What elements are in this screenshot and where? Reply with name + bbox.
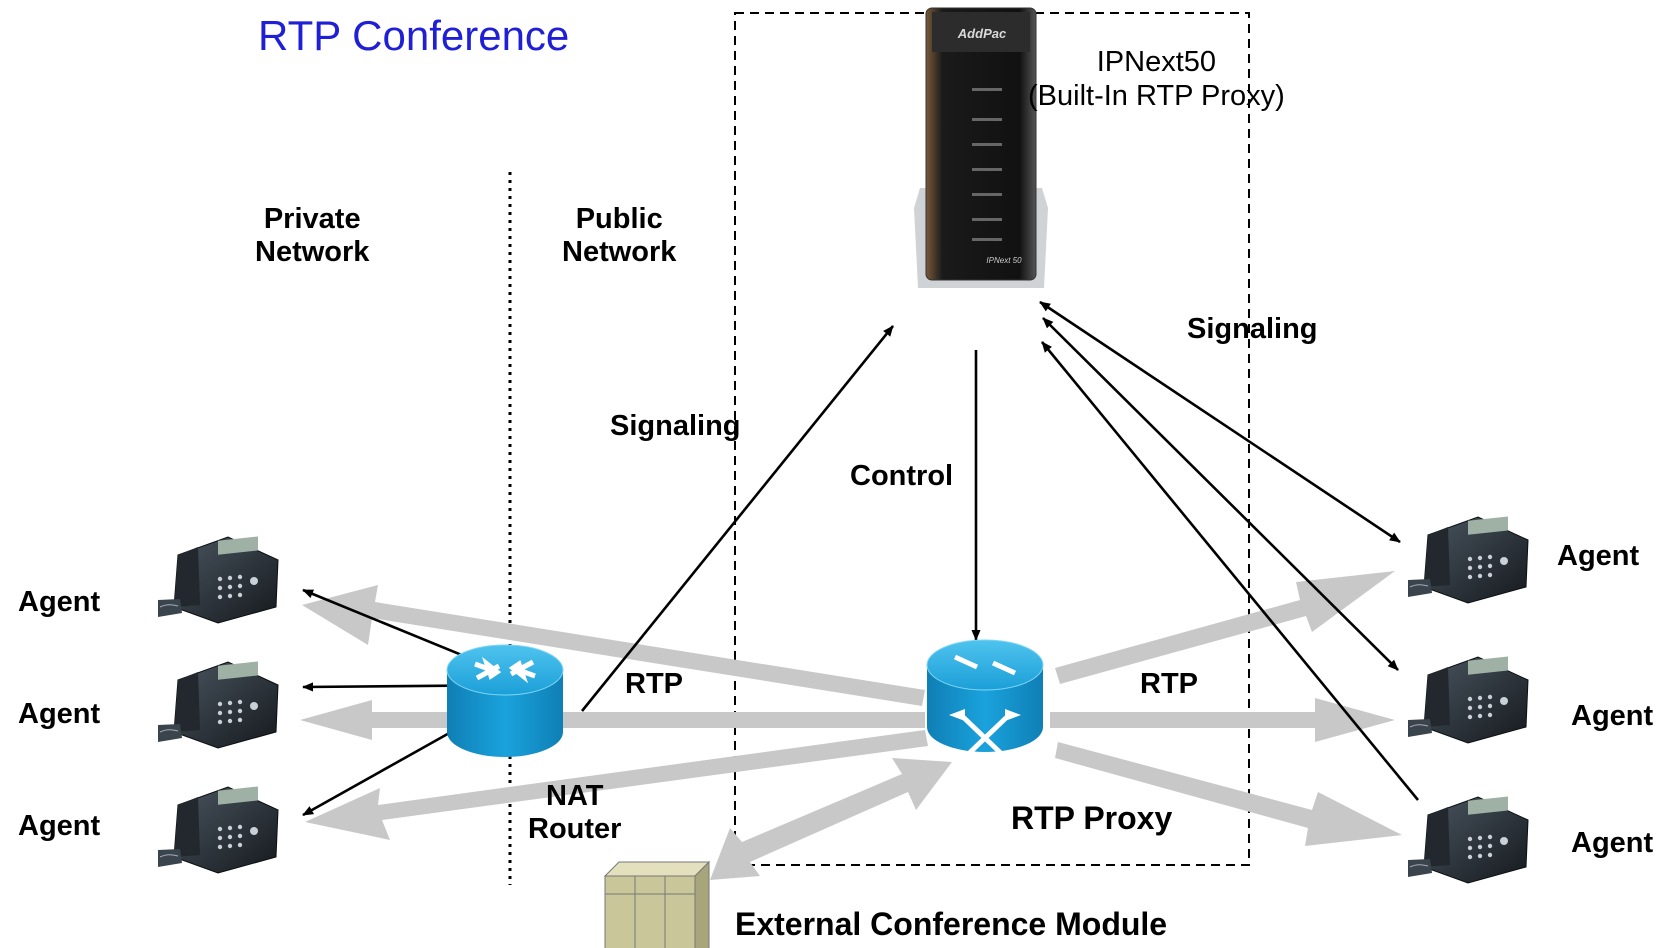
agent-label-left-2: Agent xyxy=(18,698,101,730)
ipnext-brand: AddPac xyxy=(957,26,1007,41)
rtp-arrow-agent-left-1 xyxy=(302,585,925,706)
agent-phone-left-1 xyxy=(157,535,279,624)
nat-router-label: NAT Router xyxy=(528,780,621,847)
public-network-line-1: Public xyxy=(575,203,663,235)
signal-lines xyxy=(302,300,1420,817)
agent-label-left-1: Agent xyxy=(18,586,101,618)
signaling-label-left: Signaling xyxy=(610,410,741,442)
agent-phone-right-1 xyxy=(1407,515,1529,604)
signal-line-right-3 xyxy=(1040,341,1420,801)
public-network-line-2: Network xyxy=(562,236,677,269)
agent-label-right-2: Agent xyxy=(1571,700,1654,732)
rtp-arrow-agent-right-1 xyxy=(1055,571,1395,684)
rtp-arrow-conference xyxy=(710,758,952,880)
agent-label-left-3: Agent xyxy=(18,810,101,842)
private-network-label: Private Network xyxy=(255,203,369,270)
private-network-line-2: Network xyxy=(255,236,370,269)
signal-line-router-ipnext xyxy=(580,325,895,712)
agent-label-right-3: Agent xyxy=(1571,827,1654,859)
ipnext-model: IPNext 50 xyxy=(986,256,1022,265)
rtp-proxy-label: RTP Proxy xyxy=(1011,800,1173,836)
rtp-arrow-agent-left-3 xyxy=(305,730,928,840)
rtp-label-right: RTP xyxy=(1140,668,1198,700)
signal-line-right-2 xyxy=(1042,317,1399,671)
private-network-line-1: Private xyxy=(263,203,361,235)
ipnext-device: AddPac IPNext 50 xyxy=(914,7,1048,288)
agent-phone-left-3 xyxy=(157,785,279,874)
diagram-title: RTP Conference xyxy=(258,12,570,59)
nat-router-line-1: NAT xyxy=(546,780,604,812)
rtp-arrow-agent-right-3 xyxy=(1055,742,1402,846)
ipnext-name: IPNext50 xyxy=(1096,46,1217,78)
public-network-label: Public Network xyxy=(562,203,676,270)
agent-phone-right-3 xyxy=(1407,795,1529,884)
control-label: Control xyxy=(850,460,954,492)
ipnext-label: IPNext50 (Built-In RTP Proxy) xyxy=(1028,46,1285,114)
rtp-arrow-agent-left-2 xyxy=(300,700,925,740)
ipnext-subtitle: (Built-In RTP Proxy) xyxy=(1028,79,1285,112)
agent-phone-left-2 xyxy=(157,660,279,749)
nat-router-icon xyxy=(446,644,564,758)
conference-module-icon xyxy=(603,860,711,948)
conference-module-label: External Conference Module xyxy=(735,906,1168,942)
agent-label-right-1: Agent xyxy=(1557,540,1640,572)
nat-router-line-2: Router xyxy=(528,813,622,846)
signaling-label-right: Signaling xyxy=(1187,313,1318,345)
agent-phone-right-2 xyxy=(1407,655,1529,744)
rtp-proxy-icon xyxy=(926,639,1044,767)
rtp-arrow-agent-right-2 xyxy=(1050,698,1395,742)
rtp-label-left: RTP xyxy=(625,668,683,700)
